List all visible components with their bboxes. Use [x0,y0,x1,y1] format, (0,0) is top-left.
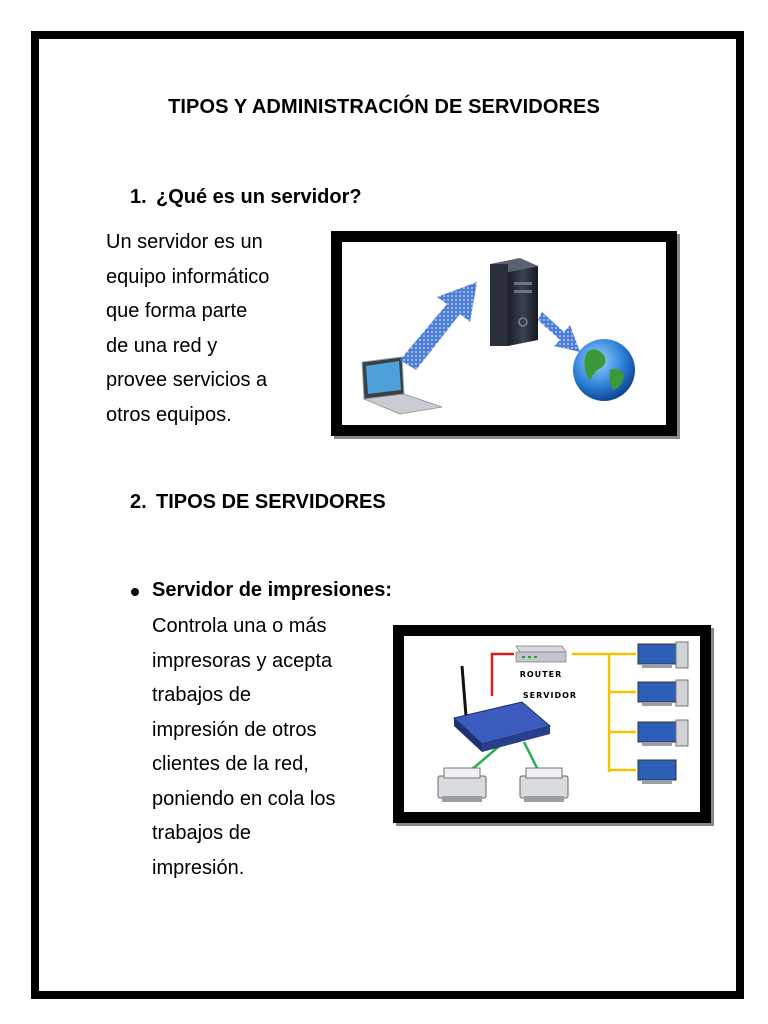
section-1-heading: 1. ¿Qué es un servidor? [130,186,362,209]
paragraph-line: impresión de otros [152,718,317,741]
yellow-cables [572,652,636,772]
client-computer-icon [637,759,677,784]
section-2-paragraph: Controla una o más impresoras y acepta t… [152,609,335,885]
printer-icon [437,767,487,802]
paragraph-line: de una red y [106,334,218,357]
printer-icon [519,767,569,802]
paragraph-line: Un servidor es un [106,231,263,253]
section-2-number: 2. [130,491,147,513]
section-2-title: TIPOS DE SERVIDORES [156,491,386,513]
wireless-print-server-icon [452,665,552,752]
print-server-figure: ROUTER SERVIDOR [393,625,711,823]
paragraph-line: Controla una o más [152,615,327,637]
paragraph-line: poniendo en cola los [152,787,336,810]
paragraph-line: impresión. [152,856,245,879]
paragraph-line: trabajos de [152,684,251,706]
server-concept-figure [331,231,677,436]
router-label: ROUTER [520,670,563,679]
paragraph-line: equipo informático [106,265,270,288]
bullet-title: Servidor de impresiones: [152,579,393,601]
page-frame [31,31,744,999]
print-server-diagram: ROUTER SERVIDOR [437,641,689,802]
globe-icon [573,339,635,401]
red-cable [490,652,514,696]
section-1-number: 1. [130,186,147,208]
laptop-icon [361,356,443,415]
paragraph-line: provee servicios a [106,369,268,391]
router-icon [515,645,567,663]
client-computer-icon [637,719,689,747]
server-label: SERVIDOR [523,691,577,700]
paragraph-line: que forma parte [106,300,248,322]
paragraph-line: trabajos de [152,822,251,844]
paragraph-line: impresoras y acepta [152,649,333,672]
section-2-heading: 2. TIPOS DE SERVIDORES [130,491,386,514]
client-computer-icon [637,679,689,707]
client-computer-icon [637,641,689,669]
arrow-right-icon [538,312,580,352]
section-1-paragraph: Un servidor es un equipo informático que… [106,225,269,432]
paragraph-line: otros equipos. [106,403,232,426]
document-title: TIPOS Y ADMINISTRACIÓN DE SERVIDORES [168,96,600,118]
server-concept-illustration [361,258,635,415]
paragraph-line: clientes de la red, [152,753,309,775]
section-1-title: ¿Qué es un servidor? [156,186,362,208]
server-tower-icon [490,258,538,346]
bullet-dot [131,588,139,596]
arrow-up-icon [400,282,477,370]
